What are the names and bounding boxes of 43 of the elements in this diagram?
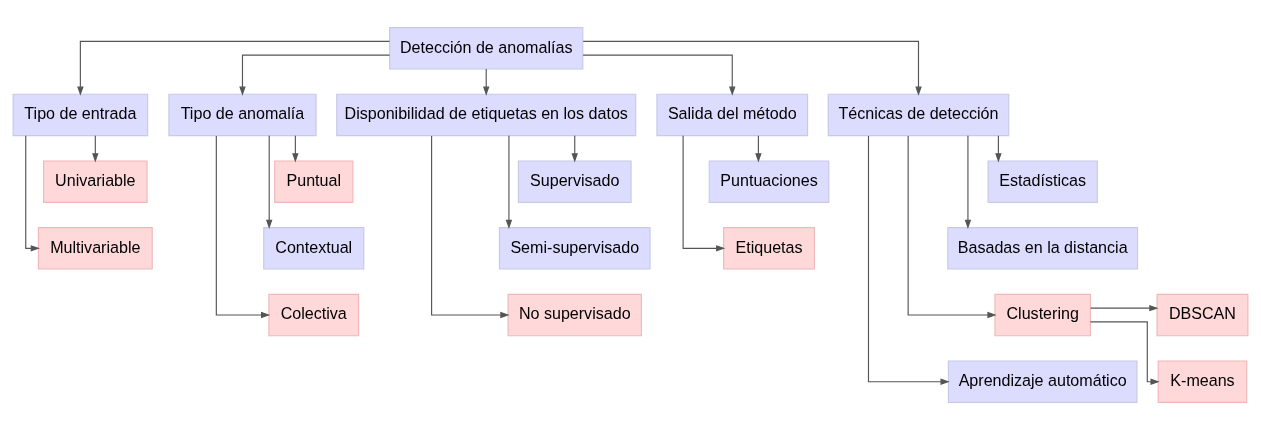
node-box: No supervisado (507, 293, 642, 337)
arrow (755, 135, 762, 163)
node-box: Supervisado (517, 160, 632, 203)
node-box: Etiquetas (723, 227, 816, 270)
node-box: Basadas en la distancia (947, 227, 1139, 270)
arrow (1089, 321, 1160, 385)
node-box: Salida del método (656, 93, 809, 137)
arrow (964, 135, 972, 229)
node-box: Clustering (994, 293, 1091, 337)
node-box: Tipo de anomalía (168, 93, 317, 137)
node-box: Aprendizaje automático (947, 360, 1138, 403)
node-box: K-means (1157, 360, 1248, 403)
node-box: Disponibilidad de etiquetas en los datos (336, 93, 637, 137)
arrow (25, 135, 40, 252)
node-box: Colectiva (268, 293, 360, 337)
arrow (505, 135, 513, 229)
arrow (431, 135, 510, 319)
arrow (1090, 304, 1159, 312)
node-box: DBSCAN (1156, 293, 1249, 337)
node-box: Tipo de entrada (12, 93, 149, 137)
arrow (215, 135, 271, 319)
node-box: Multivariable (37, 227, 153, 270)
arrow (571, 135, 578, 163)
arrow (867, 135, 950, 385)
node-box: Técnicas de detección (827, 93, 1010, 137)
node-box: Puntual (274, 160, 354, 203)
node-box: Estadísticas (987, 160, 1098, 203)
arrow (582, 54, 736, 96)
node-box: Univariable (43, 160, 148, 203)
arrow (483, 68, 490, 96)
arrow (92, 135, 99, 163)
arrow (582, 40, 922, 96)
node-box: Contextual (263, 227, 365, 270)
node-box: Puntuaciones (708, 160, 830, 203)
arrow (292, 135, 299, 163)
arrow (907, 135, 997, 319)
node-box: Detección de anomalías (389, 27, 584, 70)
node-box: Semi-supervisado (498, 227, 651, 270)
arrow (77, 40, 391, 96)
arrow (995, 135, 1002, 163)
arrow (239, 54, 391, 96)
arrow (265, 135, 273, 229)
arrow (682, 135, 726, 252)
